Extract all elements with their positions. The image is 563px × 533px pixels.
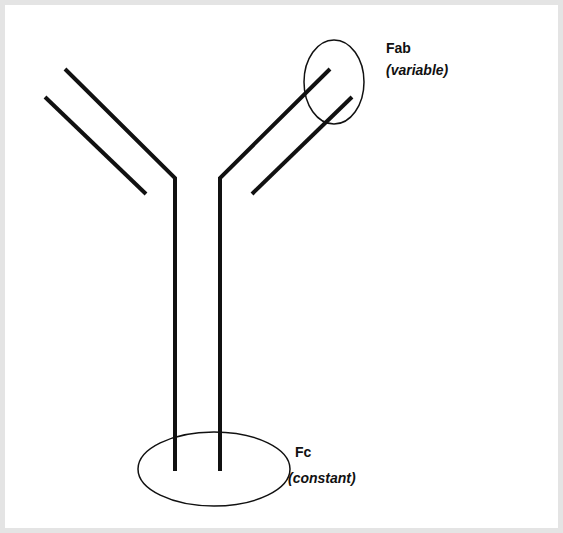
light-chain [45, 97, 146, 194]
fc-region-ellipse [138, 432, 290, 506]
region-note: (constant) [288, 470, 356, 486]
region-name: Fab [386, 40, 411, 56]
light-chain [252, 97, 352, 194]
fab-region-ellipse [304, 40, 364, 124]
region-note: (variable) [386, 62, 448, 78]
region-name: Fc [295, 444, 311, 460]
antibody-chains [45, 69, 352, 471]
frame [3, 3, 561, 531]
heavy-chain [220, 69, 330, 471]
